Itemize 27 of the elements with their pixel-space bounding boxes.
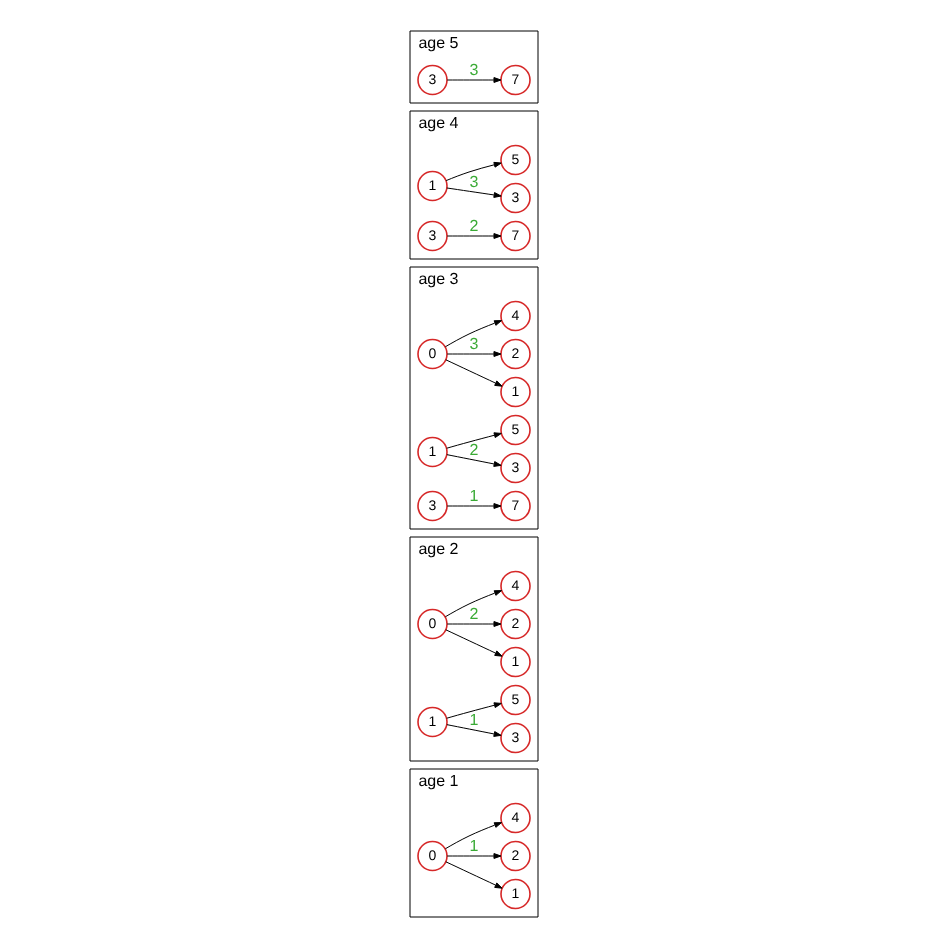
arrow xyxy=(446,853,502,859)
edge-label: 2 xyxy=(469,604,479,623)
arrow xyxy=(444,590,503,618)
arrow xyxy=(445,861,503,889)
edge-label: 1 xyxy=(469,836,479,855)
arrow xyxy=(444,822,503,850)
edge-label: 2 xyxy=(469,440,479,459)
arrow xyxy=(446,233,502,239)
arrow xyxy=(445,629,503,657)
arrow xyxy=(446,77,502,83)
arrow xyxy=(446,621,502,627)
edge-label: 2 xyxy=(469,216,479,235)
arrow xyxy=(446,454,502,467)
arrow xyxy=(446,503,502,509)
edge-label: 3 xyxy=(469,172,479,191)
arrow xyxy=(446,702,502,719)
edge-label: 3 xyxy=(469,60,479,79)
arrow xyxy=(444,320,503,348)
arrow xyxy=(446,187,502,198)
edge-label: 1 xyxy=(469,710,479,729)
edge-label: 3 xyxy=(469,334,479,353)
arrow xyxy=(445,161,502,182)
arrow xyxy=(445,359,503,387)
arrow xyxy=(446,432,502,449)
arrow xyxy=(446,724,502,737)
arrow xyxy=(446,351,502,357)
edge-label: 1 xyxy=(469,486,479,505)
